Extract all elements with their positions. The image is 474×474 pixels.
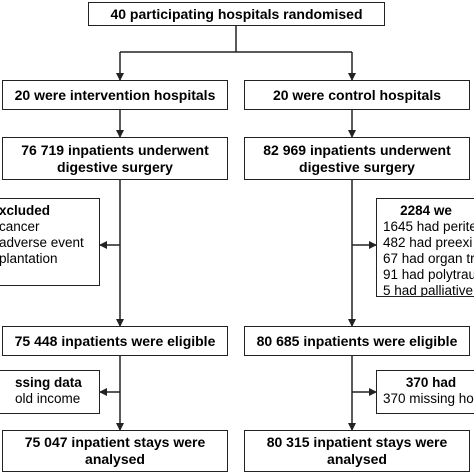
control-surgery-line-1: 82 969 inpatients underwent: [263, 141, 451, 158]
randomised-box: 40 participating hospitals randomised: [88, 2, 385, 26]
intervention-excluded-header: xcluded: [0, 203, 51, 218]
intervention-surgery-box: 76 719 inpatients underwent digestive su…: [2, 137, 228, 180]
control-text: 20 were control hospitals: [272, 86, 442, 103]
control-surgery-line-2: digestive surgery: [299, 158, 415, 175]
control-missing-row: 370 missing ho: [383, 391, 474, 406]
control-analysed-line-1: 80 315 inpatient stays were: [266, 434, 448, 450]
control-missing-box: 370 had 370 missing ho: [376, 370, 474, 414]
randomised-text: 40 participating hospitals randomised: [110, 5, 363, 22]
control-box: 20 were control hospitals: [244, 80, 470, 110]
intervention-analysed-line-2: analysed: [85, 451, 145, 467]
control-missing-header: 370 had: [405, 375, 457, 390]
intervention-missing-box: ssing data old income: [0, 370, 100, 414]
control-excluded-row: 482 had preexi: [383, 235, 473, 250]
intervention-analysed-line-1: 75 047 inpatient stays were: [24, 434, 206, 450]
intervention-box: 20 were intervention hospitals: [2, 80, 228, 110]
control-excluded-header: 2284 we: [400, 203, 452, 218]
intervention-eligible-box: 75 448 inpatients were eligible: [2, 326, 228, 356]
intervention-surgery-line-1: 76 719 inpatients underwent: [21, 141, 209, 158]
control-excluded-row: 91 had polytrau: [383, 267, 474, 282]
intervention-text: 20 were intervention hospitals: [14, 86, 216, 103]
intervention-analysed-box: 75 047 inpatient stays were analysed: [2, 430, 228, 472]
control-analysed-line-2: analysed: [327, 451, 387, 467]
intervention-excluded-row: adverse event: [0, 235, 84, 250]
intervention-excluded-row: cancer: [0, 219, 40, 234]
intervention-eligible-text: 75 448 inpatients were eligible: [14, 332, 216, 349]
control-excluded-box: 2284 we 1645 had perite 482 had preexi 6…: [376, 198, 474, 297]
control-excluded-row: 1645 had perite: [383, 219, 474, 234]
control-excluded-row: 5 had palliative: [383, 283, 474, 297]
control-eligible-box: 80 685 inpatients were eligible: [244, 326, 470, 356]
control-analysed-box: 80 315 inpatient stays were analysed: [244, 430, 470, 472]
intervention-missing-row: old income: [15, 391, 81, 406]
intervention-surgery-line-2: digestive surgery: [57, 158, 173, 175]
intervention-excluded-box: xcluded cancer adverse event plantation: [0, 198, 100, 286]
intervention-missing-header: ssing data: [15, 375, 82, 390]
control-surgery-box: 82 969 inpatients underwent digestive su…: [244, 137, 470, 180]
control-excluded-row: 67 had organ tr: [383, 251, 474, 266]
control-eligible-text: 80 685 inpatients were eligible: [256, 332, 458, 349]
intervention-excluded-row: plantation: [0, 251, 58, 266]
